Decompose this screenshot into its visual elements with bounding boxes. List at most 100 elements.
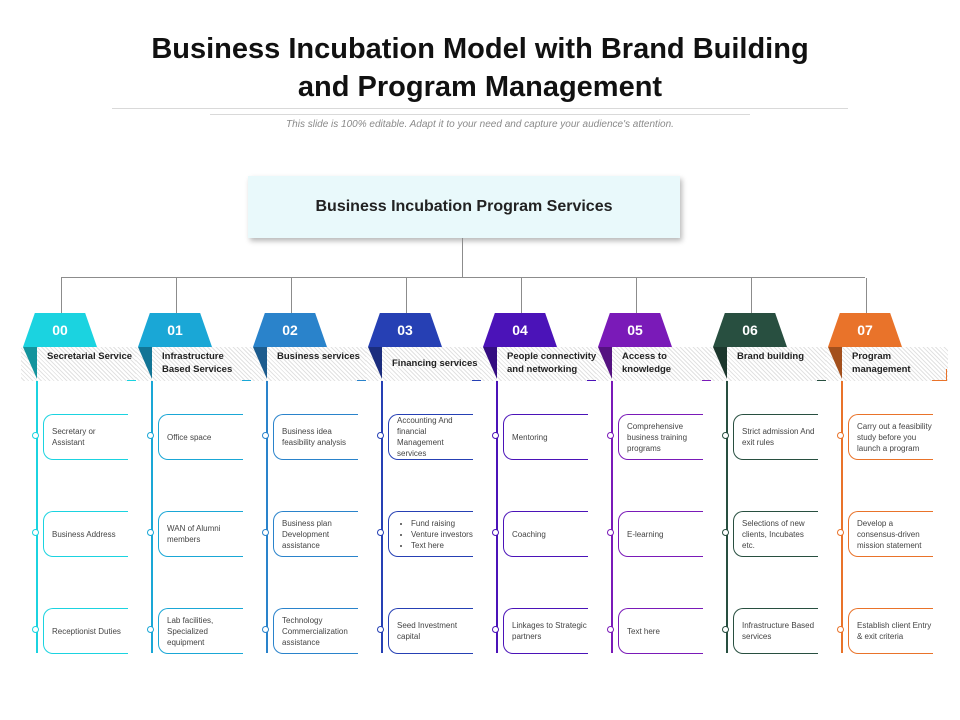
column-vertical-line xyxy=(381,381,383,653)
connector-dot xyxy=(607,432,614,439)
connector-dot xyxy=(377,432,384,439)
column-connector xyxy=(751,278,752,313)
item-text: Coaching xyxy=(512,529,546,539)
item-text: Secretary or Assistant xyxy=(52,427,96,447)
column-title: Program management xyxy=(852,351,911,375)
column-header-bg xyxy=(21,347,143,381)
list-item: Fund raisingVenture investorsText here xyxy=(388,511,473,557)
item-text: Office space xyxy=(167,432,212,442)
bullet-item: Venture investors xyxy=(411,529,473,540)
item-text: Develop a consensus-driven mission state… xyxy=(857,518,922,550)
title-divider-outer xyxy=(112,108,848,109)
column-title: Infrastructure Based Services xyxy=(162,351,233,375)
column-title: Business services xyxy=(277,351,360,362)
list-item: Selections of new clients, Incubates etc… xyxy=(733,511,818,557)
horizontal-connector xyxy=(61,277,865,278)
list-item: Technology Commercialization assistance xyxy=(273,608,358,654)
item-text: Infrastructure Based services xyxy=(742,621,815,641)
page-title: Business Incubation Model with Brand Bui… xyxy=(80,30,880,106)
bullet-item: Fund raising xyxy=(411,518,473,529)
list-item: Establish client Entry & exit criteria xyxy=(848,608,933,654)
list-item: Coaching xyxy=(503,511,588,557)
connector-dot xyxy=(492,432,499,439)
connector-dot xyxy=(32,529,39,536)
column-title: Brand building xyxy=(737,351,805,362)
list-item: Office space xyxy=(158,414,243,460)
column-connector xyxy=(291,278,292,313)
subtitle: This slide is 100% editable. Adapt it to… xyxy=(286,119,674,130)
column-title: Secretarial Service xyxy=(47,351,133,362)
list-item: Comprehensive business training programs xyxy=(618,414,703,460)
title-line-1: Business Incubation Model with Brand Bui… xyxy=(151,33,809,65)
item-text: Business plan Development assistance xyxy=(282,518,332,550)
list-item: E-learning xyxy=(618,511,703,557)
connector-dot xyxy=(32,626,39,633)
item-text: Text here xyxy=(627,626,660,636)
column-vertical-line xyxy=(266,381,268,653)
list-item: Carry out a feasibility study before you… xyxy=(848,414,933,460)
connector-dot xyxy=(32,432,39,439)
item-text: Receptionist Duties xyxy=(52,626,121,636)
connector-dot xyxy=(262,529,269,536)
item-text: Establish client Entry & exit criteria xyxy=(857,621,932,641)
list-item: Business plan Development assistance xyxy=(273,511,358,557)
step-number-badge: 02 xyxy=(253,313,327,347)
column-vertical-line xyxy=(36,381,38,653)
list-item: Business Address xyxy=(43,511,128,557)
list-item: Secretary or Assistant xyxy=(43,414,128,460)
connector-dot xyxy=(837,529,844,536)
connector-dot xyxy=(722,529,729,536)
root-connector xyxy=(462,238,463,278)
column-title: Access to knowledge xyxy=(622,351,672,375)
connector-dot xyxy=(262,432,269,439)
step-number-badge: 06 xyxy=(713,313,787,347)
column-header-bg xyxy=(136,347,258,381)
column-connector xyxy=(61,278,62,313)
connector-dot xyxy=(147,529,154,536)
column-header-bg xyxy=(366,347,488,381)
item-text: Strict admission And exit rules xyxy=(742,427,815,447)
column-header-bg xyxy=(481,347,603,381)
column-vertical-line xyxy=(726,381,728,653)
step-number-badge: 01 xyxy=(138,313,212,347)
item-text: Accounting And financial Management serv… xyxy=(397,416,453,458)
item-text: Selections of new clients, Incubates etc… xyxy=(742,518,805,550)
item-text: Business Address xyxy=(52,529,116,539)
step-number-badge: 04 xyxy=(483,313,557,347)
bullet-item: Text here xyxy=(411,540,473,551)
step-number-badge: 00 xyxy=(23,313,97,347)
item-text: E-learning xyxy=(627,529,664,539)
root-node: Business Incubation Program Services xyxy=(248,176,680,238)
column-header-bg xyxy=(711,347,833,381)
list-item: WAN of Alumni members xyxy=(158,511,243,557)
list-item: Linkages to Strategic partners xyxy=(503,608,588,654)
list-item: Text here xyxy=(618,608,703,654)
title-line-2: and Program Management xyxy=(297,71,663,103)
column-vertical-line xyxy=(841,381,843,653)
connector-dot xyxy=(607,626,614,633)
bullet-list: Fund raisingVenture investorsText here xyxy=(389,518,473,551)
item-text: Comprehensive business training programs xyxy=(627,421,688,453)
item-text: Technology Commercialization assistance xyxy=(282,615,348,647)
connector-dot xyxy=(607,529,614,536)
title-divider-inner xyxy=(210,114,750,115)
list-item: Mentoring xyxy=(503,414,588,460)
column-vertical-line xyxy=(151,381,153,653)
column-header-bg xyxy=(251,347,373,381)
connector-dot xyxy=(722,626,729,633)
column-connector xyxy=(866,278,867,313)
list-item: Accounting And financial Management serv… xyxy=(388,414,473,460)
column-title: Financing services xyxy=(392,358,478,369)
item-text: Business idea feasibility analysis xyxy=(282,427,347,447)
column-connector xyxy=(521,278,522,313)
list-item: Strict admission And exit rules xyxy=(733,414,818,460)
connector-dot xyxy=(147,626,154,633)
